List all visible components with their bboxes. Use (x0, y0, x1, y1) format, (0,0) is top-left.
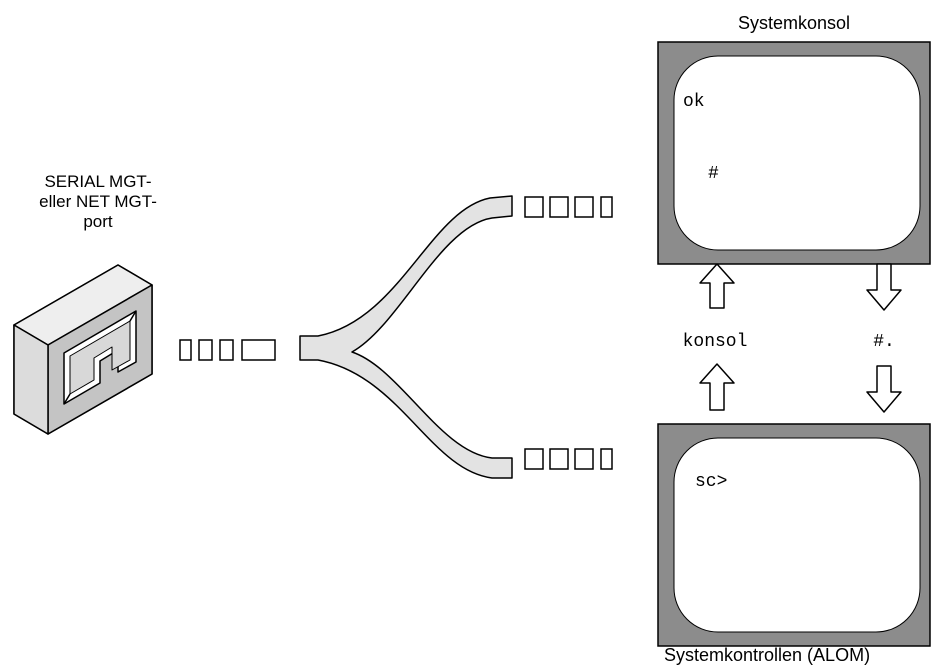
up-arrow-icon (699, 363, 735, 411)
upper-pin-3 (574, 196, 594, 218)
down-arrow-icon (866, 263, 902, 311)
lower-pin-1 (524, 448, 544, 470)
lower-connector-pins (524, 448, 613, 470)
up-arrow-icon (699, 263, 735, 309)
port-connector-pins (179, 339, 276, 361)
port-label-line-3: port (83, 212, 113, 231)
upper-pin-4 (600, 196, 613, 218)
y-cable (299, 195, 513, 479)
lower-pin-2 (549, 448, 569, 470)
port-pin-1 (179, 339, 192, 361)
upper-pin-2 (549, 196, 569, 218)
port-label-line-2: eller NET MGT- (39, 192, 157, 211)
system-console-screen: ok # (657, 41, 931, 265)
system-controller-line-1: sc> (695, 472, 727, 492)
upper-pin-1 (524, 196, 544, 218)
port-pin-2 (198, 339, 213, 361)
upper-connector-pins (524, 196, 613, 218)
lower-pin-4 (600, 448, 613, 470)
port-label-line-1: SERIAL MGT- (44, 172, 151, 191)
command-to-console: konsol (683, 332, 748, 352)
system-controller-title: Systemkontrollen (ALOM) (664, 645, 870, 665)
system-console-title: Systemkonsol (738, 13, 850, 33)
port-icon (13, 264, 153, 435)
command-to-controller: #. (873, 332, 895, 352)
lower-pin-3 (574, 448, 594, 470)
system-console-line-2: # (708, 164, 719, 184)
down-arrow-icon (866, 365, 902, 413)
system-console-line-1: ok (683, 92, 705, 112)
port-pin-3 (219, 339, 234, 361)
system-controller-screen: sc> (657, 423, 931, 647)
port-pin-4 (241, 339, 276, 361)
